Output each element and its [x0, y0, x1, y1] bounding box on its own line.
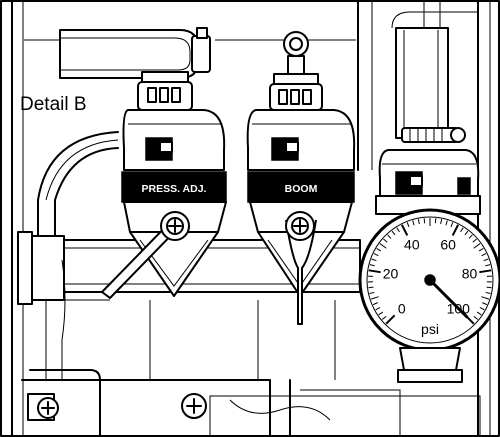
boom-valve: BOOM	[246, 31, 356, 325]
gauge-scale-40: 40	[404, 236, 420, 252]
gauge-pivot	[424, 274, 436, 286]
gauge-tick	[481, 296, 490, 300]
gauge-tick	[406, 222, 410, 228]
gauge-tick	[396, 227, 400, 233]
gauge-tick	[400, 224, 409, 236]
gauge-tick	[378, 311, 384, 316]
gauge-tick	[417, 219, 420, 225]
gauge-tick	[451, 224, 460, 236]
valve-label-boom: BOOM	[285, 183, 318, 195]
gauge-tick	[373, 253, 379, 257]
gauge-tick	[468, 234, 473, 239]
detail-label: Detail B	[20, 94, 87, 115]
gauge-tick	[385, 314, 396, 325]
gauge-tick	[370, 296, 379, 300]
gauge-tick	[375, 307, 381, 311]
upper-pipe	[59, 27, 211, 79]
gauge-scale-80: 80	[462, 266, 478, 282]
right-hose	[391, 11, 478, 139]
gauge-tick	[450, 222, 454, 228]
left-hose	[37, 131, 119, 241]
gauge-scale-0: 0	[398, 300, 406, 316]
gauge-tick	[486, 286, 492, 289]
gauge-tick	[482, 302, 488, 306]
gauge-tick	[464, 230, 469, 236]
gauge-tick	[369, 291, 375, 295]
gauge-tick	[391, 230, 396, 236]
bottom-bracket	[21, 259, 481, 437]
gauge-tick-marks	[368, 218, 492, 325]
gauge-scale-20: 20	[383, 266, 399, 282]
gauge-scale-60: 60	[440, 236, 456, 252]
gauge-tick	[485, 264, 491, 267]
gauge-tick	[483, 258, 489, 262]
gauge-tick	[460, 227, 464, 233]
gauge-tick	[372, 302, 378, 306]
gauge-tick	[485, 291, 491, 295]
pressure-adjust-valve: PRESS. ADJ.	[101, 71, 227, 299]
valve-label-press-adj: PRESS. ADJ.	[142, 183, 207, 195]
gauge-tick	[476, 311, 482, 316]
gauge-tick	[473, 315, 479, 320]
gauge-tick	[478, 248, 484, 252]
gauge-unit: psi	[421, 321, 439, 337]
gauge-tick	[368, 286, 374, 289]
gauge-tick	[376, 248, 382, 252]
gauge-tick	[440, 219, 443, 225]
gauge-tick	[472, 238, 477, 243]
gauge-tick	[379, 243, 387, 249]
pressure-gauge: 0 20 40 60 80 100 psi	[358, 208, 500, 383]
gauge-tick	[479, 269, 492, 274]
gauge-needle	[428, 278, 469, 319]
gauge-tick	[369, 264, 375, 267]
gauge-tick	[481, 253, 487, 257]
gauge-tick	[473, 243, 481, 249]
gauge-tick	[445, 220, 448, 226]
gauge-tick	[479, 307, 485, 311]
frame-structure	[11, 0, 491, 437]
gauge-tick	[381, 315, 387, 320]
gauge-tick	[387, 234, 392, 239]
gauge-tick	[412, 220, 415, 226]
gauge-tick	[371, 258, 377, 262]
hose-clamp	[401, 127, 466, 143]
gauge-tick	[368, 269, 381, 274]
gauge-tick	[383, 238, 388, 243]
